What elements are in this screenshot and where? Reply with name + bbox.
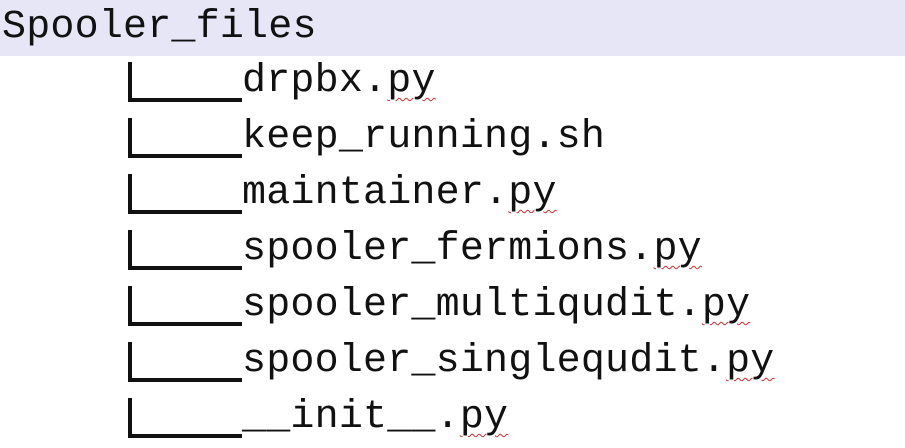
file-name: spooler_fermions.py bbox=[242, 227, 702, 272]
tree-branch-connector bbox=[128, 286, 242, 326]
spellcheck-flag: py bbox=[459, 395, 509, 440]
tree-item-spooler-fermions[interactable]: spooler_fermions.py bbox=[0, 224, 905, 280]
file-name: drpbx.py bbox=[242, 59, 436, 104]
tree-item-drpbx[interactable]: drpbx.py bbox=[0, 56, 905, 112]
spellcheck-flag: py bbox=[701, 283, 751, 328]
tree-branch-connector bbox=[128, 118, 242, 158]
tree-branch-connector bbox=[128, 342, 242, 382]
tree-branch-connector bbox=[128, 62, 242, 102]
root-folder-row[interactable]: Spooler_files bbox=[0, 0, 905, 56]
tree-branch-connector bbox=[128, 230, 242, 270]
file-name: __init__.py bbox=[242, 395, 509, 440]
spellcheck-flag: py bbox=[653, 227, 702, 272]
tree-item-spooler-multiqudit[interactable]: spooler_multiqudit.py bbox=[0, 280, 905, 336]
file-name: spooler_multiqudit.py bbox=[242, 283, 751, 328]
tree-item-maintainer[interactable]: maintainer.py bbox=[0, 168, 905, 224]
tree-branch-connector bbox=[128, 398, 242, 438]
spellcheck-flag: py bbox=[508, 171, 557, 216]
tree-item-keep-running[interactable]: keep_running.sh bbox=[0, 112, 905, 168]
spellcheck-flag: py bbox=[726, 339, 775, 384]
spellcheck-flag: py bbox=[387, 59, 436, 104]
tree-item-spooler-singlequdit[interactable]: spooler_singlequdit.py bbox=[0, 336, 905, 392]
file-name: spooler_singlequdit.py bbox=[242, 339, 775, 384]
root-folder-label: Spooler_files bbox=[2, 5, 317, 50]
tree-branch-connector bbox=[128, 174, 242, 214]
tree-item-init[interactable]: __init__.py bbox=[0, 392, 905, 448]
file-name: maintainer.py bbox=[242, 171, 557, 216]
file-name: keep_running.sh bbox=[242, 115, 606, 160]
